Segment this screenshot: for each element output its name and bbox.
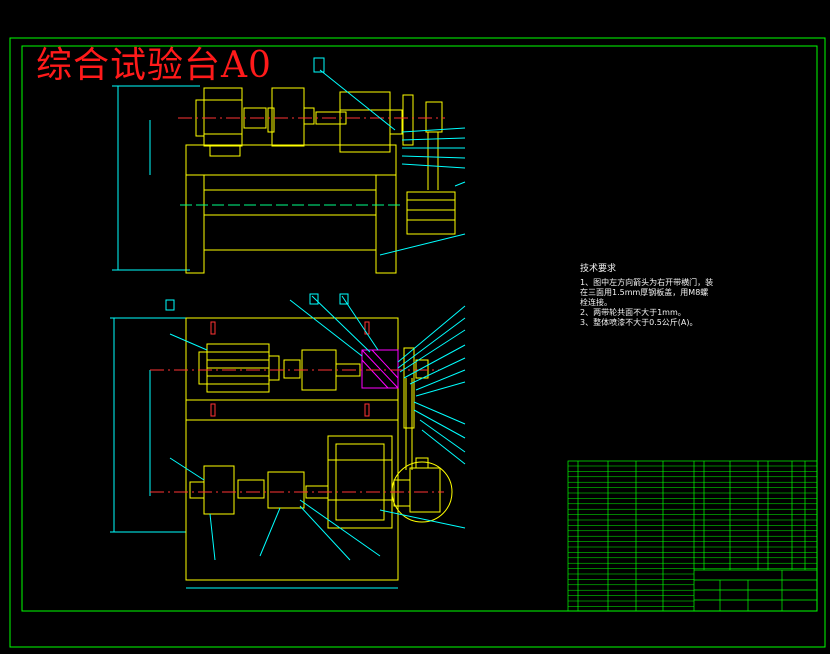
technical-requirement-line: 2、两带轮共面不大于1mm。 (580, 308, 686, 317)
outer-border (9, 37, 826, 648)
technical-requirement-line: 3、整体喷漆不大于0.5公斤(A)。 (580, 318, 698, 327)
parts-list-rows (568, 465, 817, 607)
technical-requirements: 技术要求 1、图中左方向箭头为右开带横门，装 在三面用1.5mm厚钢板盖，用M8… (580, 264, 720, 328)
drawing-title: 综合试验台A0 (36, 45, 272, 86)
technical-requirement-line: 在三面用1.5mm厚钢板盖，用M8螺 (580, 288, 709, 297)
technical-requirement-line: 栓连接。 (580, 298, 612, 307)
top-view (110, 293, 466, 589)
front-view (112, 57, 466, 274)
inner-border (21, 45, 818, 612)
technical-requirement-line: 1、图中左方向箭头为右开带横门，装 (580, 278, 714, 287)
technical-requirements-heading: 技术要求 (580, 264, 617, 274)
